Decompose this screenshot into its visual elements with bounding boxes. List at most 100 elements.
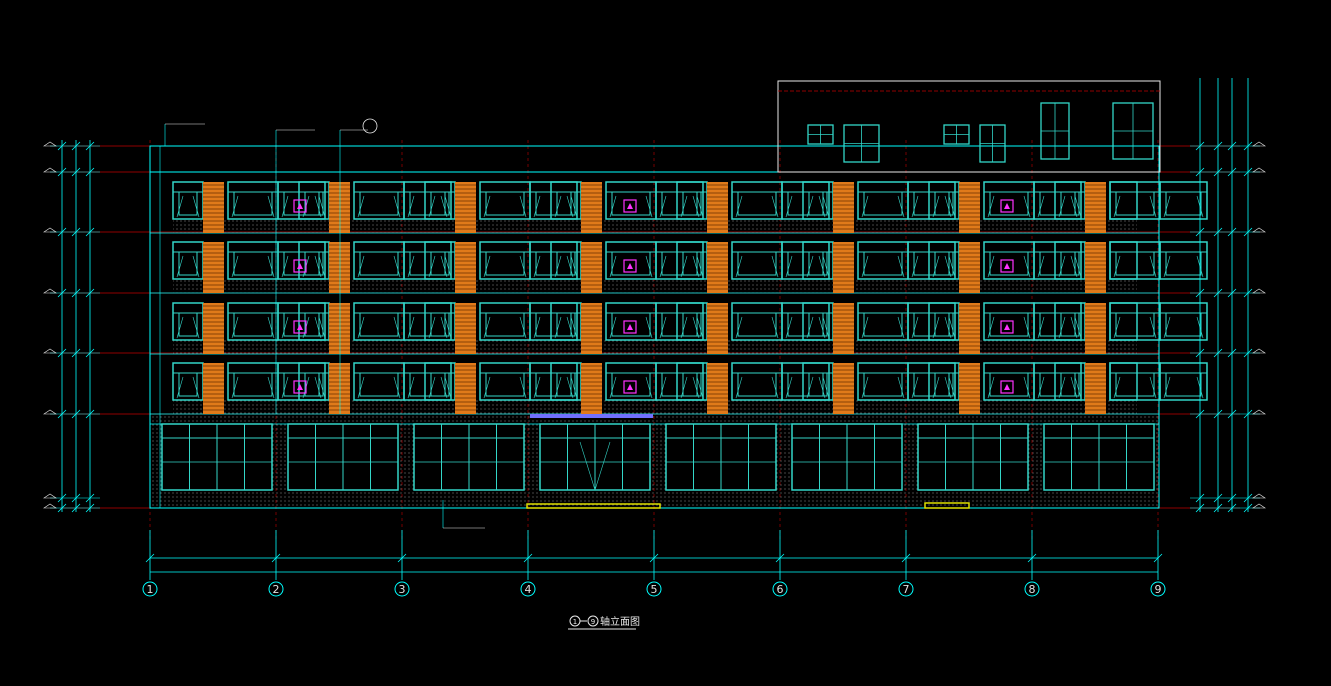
- window-hinge-line: [944, 255, 952, 278]
- window-hinge-line: [519, 316, 527, 339]
- window-hinge-line: [566, 195, 574, 218]
- window-hinge-line: [318, 316, 326, 339]
- level-symbol-icon: [1252, 348, 1266, 354]
- window-hinge-line: [1058, 195, 1066, 218]
- window-hinge-line: [1023, 376, 1031, 399]
- window-hinge-line: [231, 316, 239, 339]
- penthouse-outline: [777, 80, 1161, 173]
- window-hinge-line: [659, 255, 667, 278]
- window-frame: [1159, 302, 1208, 341]
- window-hinge-line: [393, 195, 401, 218]
- level-symbol-icon: [1252, 288, 1266, 294]
- window-hinge-line: [1070, 376, 1078, 399]
- window-hinge-line: [692, 255, 700, 278]
- triangle-marker-icon: [623, 259, 637, 273]
- window-hinge-line: [554, 255, 562, 278]
- window-hinge-line: [440, 255, 448, 278]
- shutter-panel: [581, 363, 602, 414]
- window-hinge-line: [785, 376, 793, 399]
- shutter-panel: [581, 182, 602, 233]
- door-swing-line: [579, 441, 596, 491]
- window-hinge-line: [281, 255, 289, 278]
- window-hinge-line: [771, 376, 779, 399]
- window-hinge-line: [428, 195, 436, 218]
- window-hinge-line: [428, 316, 436, 339]
- window-hinge-line: [570, 195, 578, 218]
- triangle-marker-glyph: [627, 324, 633, 330]
- window-hinge-line: [570, 316, 578, 339]
- window-hinge-line: [357, 376, 365, 399]
- level-symbol-icon: [1252, 409, 1266, 415]
- window-hinge-line: [696, 255, 704, 278]
- window-hinge-line: [609, 376, 617, 399]
- window-hinge-line: [533, 376, 541, 399]
- window-hinge-line: [1070, 195, 1078, 218]
- window-hinge-line: [861, 195, 869, 218]
- window-hinge-line: [861, 376, 869, 399]
- window-hinge-line: [696, 376, 704, 399]
- window-hinge-line: [533, 316, 541, 339]
- window-hinge-line: [357, 255, 365, 278]
- window-hinge-line: [1163, 376, 1171, 399]
- window-frame: [1109, 241, 1138, 280]
- window-hinge-line: [645, 195, 653, 218]
- window-hinge-line: [818, 195, 826, 218]
- shutter-panel: [833, 242, 854, 293]
- shutter-panel: [455, 242, 476, 293]
- triangle-marker-glyph: [297, 263, 303, 269]
- window-hinge-line: [818, 376, 826, 399]
- window-hinge-line: [1149, 255, 1157, 278]
- window-hinge-line: [692, 376, 700, 399]
- window-hinge-line: [932, 376, 940, 399]
- window-hinge-line: [176, 376, 184, 399]
- shutter-panel: [203, 242, 224, 293]
- window-hinge-line: [692, 316, 700, 339]
- window-hinge-line: [911, 255, 919, 278]
- triangle-marker-glyph: [1004, 203, 1010, 209]
- shutter-panel: [1085, 182, 1106, 233]
- window-frame: [1159, 362, 1208, 401]
- axis-label: 4: [525, 583, 532, 596]
- window-hinge-line: [566, 255, 574, 278]
- window-hinge-line: [1149, 316, 1157, 339]
- axis-dimension-tick: [649, 553, 659, 563]
- window-hinge-line: [806, 255, 814, 278]
- level-symbol-icon: [1252, 493, 1266, 499]
- triangle-marker-glyph: [1004, 263, 1010, 269]
- window-hinge-line: [533, 255, 541, 278]
- window-hinge-line: [818, 255, 826, 278]
- title-end-circle-icon: [587, 615, 599, 627]
- window-hinge-line: [1074, 316, 1082, 339]
- window-hinge-line: [1163, 316, 1171, 339]
- window-hinge-line: [407, 255, 415, 278]
- window-hinge-line: [680, 195, 688, 218]
- window-hinge-line: [393, 255, 401, 278]
- window-hinge-line: [822, 195, 830, 218]
- window-hinge-line: [231, 195, 239, 218]
- window-hinge-line: [1037, 316, 1045, 339]
- axis-label: 6: [777, 583, 784, 596]
- window-hinge-line: [281, 316, 289, 339]
- detail-callout-circle-icon: [362, 118, 378, 134]
- vertical-dimension-chains: [43, 78, 1266, 513]
- shutter-panel: [1085, 303, 1106, 354]
- window-hinge-line: [822, 316, 830, 339]
- axis-circle-icon: [394, 581, 410, 597]
- level-symbol-icon: [1252, 167, 1266, 173]
- window-hinge-line: [393, 376, 401, 399]
- triangle-marker-icon: [1000, 380, 1014, 394]
- window-hinge-line: [407, 316, 415, 339]
- shutter-panel: [959, 242, 980, 293]
- triangle-marker-icon: [623, 320, 637, 334]
- window-hinge-line: [806, 316, 814, 339]
- window-hinge-line: [281, 376, 289, 399]
- axis-dimension-tick: [271, 553, 281, 563]
- window-hinge-line: [483, 376, 491, 399]
- triangle-marker-icon: [293, 259, 307, 273]
- window-hinge-line: [897, 376, 905, 399]
- window-hinge-line: [987, 195, 995, 218]
- triangle-marker-glyph: [297, 203, 303, 209]
- triangle-marker-glyph: [1004, 324, 1010, 330]
- title-range-start: 1: [573, 618, 577, 626]
